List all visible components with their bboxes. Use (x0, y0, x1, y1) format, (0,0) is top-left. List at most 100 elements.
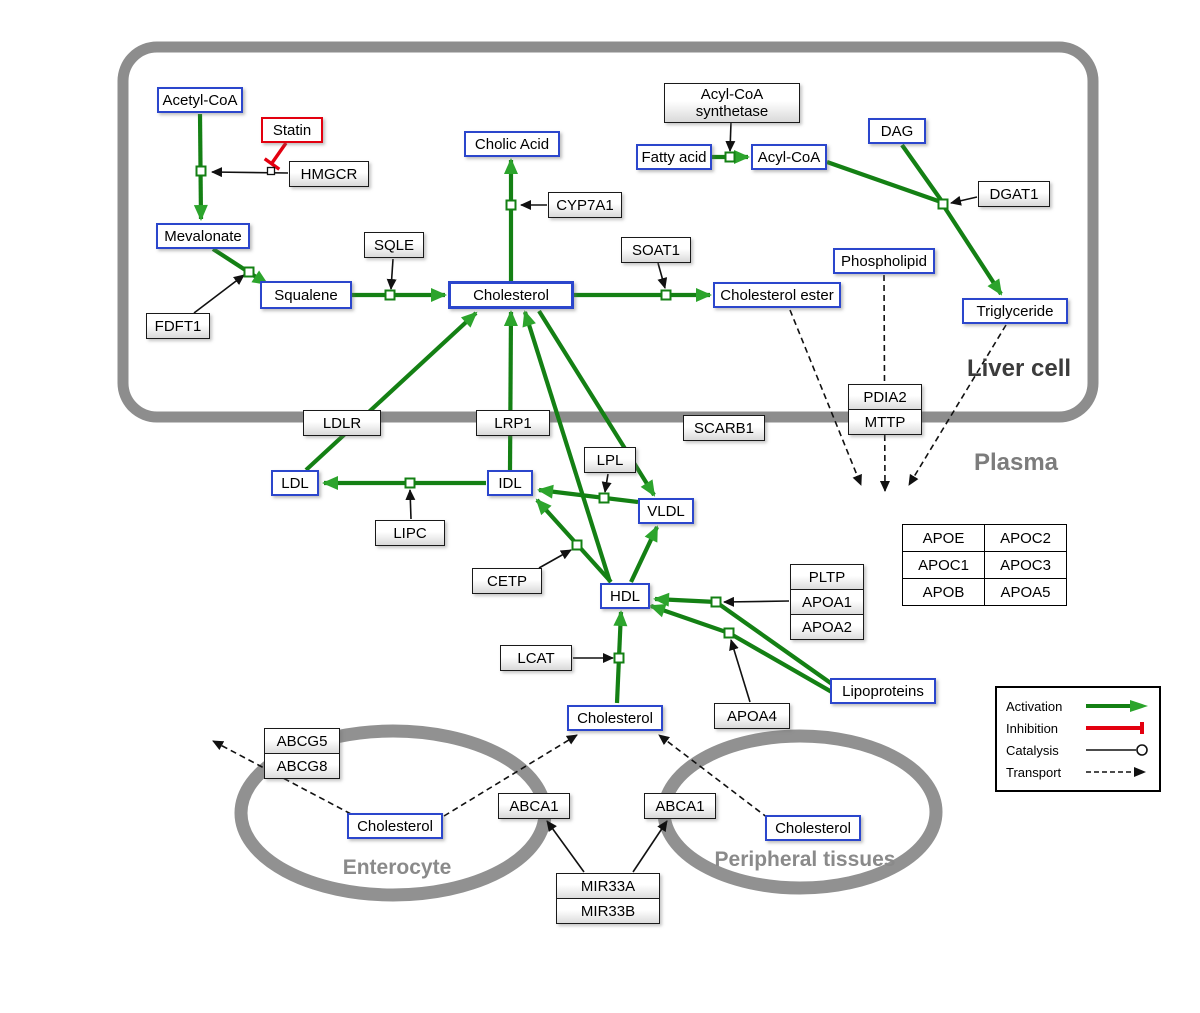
node-ldl[interactable]: LDL (271, 470, 319, 496)
node-cetp[interactable]: CETP (472, 568, 542, 594)
node-cholesterol-liver[interactable]: Cholesterol (448, 281, 574, 309)
liver-cell-membrane (117, 41, 1099, 423)
legend-row-inhibition: Inhibition (1006, 717, 1150, 739)
node-mir33a[interactable]: MIR33A (556, 873, 660, 899)
node-soat1[interactable]: SOAT1 (621, 237, 691, 263)
node-lipc[interactable]: LIPC (375, 520, 445, 546)
node-lcat[interactable]: LCAT (500, 645, 572, 671)
catalysis-lpl (601, 473, 612, 493)
node-apoc1[interactable]: APOC1 (902, 551, 985, 579)
transport-enterocyte-cholesterol-excretion (212, 740, 352, 815)
node-pltp[interactable]: PLTP (790, 564, 864, 590)
catalysis-lipc (405, 489, 416, 520)
node-lrp1[interactable]: LRP1 (476, 410, 550, 436)
node-dag[interactable]: DAG (868, 118, 926, 144)
edge-dgat1-junction-to-triglyceride (943, 206, 1003, 296)
node-vldl[interactable]: VLDL (638, 498, 694, 524)
node-cyp7a1[interactable]: CYP7A1 (548, 192, 622, 218)
node-abcg8[interactable]: ABCG8 (264, 753, 340, 779)
node-cholic-acid[interactable]: Cholic Acid (464, 131, 560, 157)
node-acetyl-coa[interactable]: Acetyl-CoA (157, 87, 243, 113)
legend-catalysis-label: Catalysis (1006, 742, 1059, 758)
catalysis-circle-icon (1086, 744, 1148, 756)
node-lpl[interactable]: LPL (584, 447, 636, 473)
catalysis-edges (193, 121, 978, 873)
node-cholesterol-plasma[interactable]: Cholesterol (567, 705, 663, 731)
node-apoa2[interactable]: APOA2 (790, 614, 864, 640)
node-apob[interactable]: APOB (902, 578, 985, 606)
node-apoc2[interactable]: APOC2 (984, 524, 1067, 552)
node-apoa1[interactable]: APOA1 (790, 589, 864, 615)
legend: Activation Inhibition Catalysis Transpor… (995, 686, 1161, 792)
reaction-acyl-coa-synthetase (724, 151, 736, 163)
node-apoa5[interactable]: APOA5 (984, 578, 1067, 606)
node-scarb1[interactable]: SCARB1 (683, 415, 765, 441)
node-cholesterol-enterocyte[interactable]: Cholesterol (347, 813, 443, 839)
node-dgat1[interactable]: DGAT1 (978, 181, 1050, 207)
node-abca1-enterocyte[interactable]: ABCA1 (498, 793, 570, 819)
node-phospholipid[interactable]: Phospholipid (833, 248, 935, 274)
catalysis-cetp (538, 549, 572, 569)
reaction-pltp (710, 596, 722, 608)
edge-hdl-to-cholesterol (522, 310, 613, 583)
inhibition-edges (263, 142, 288, 171)
catalysis-fdft1 (193, 274, 245, 314)
node-cholesterol-ester[interactable]: Cholesterol ester (713, 282, 841, 308)
reaction-soat1 (660, 289, 672, 301)
legend-activation-label: Activation (1006, 698, 1063, 714)
node-acyl-coa-synthetase[interactable]: Acyl-CoA synthetase (664, 83, 800, 123)
node-mevalonate[interactable]: Mevalonate (156, 223, 250, 249)
inhibition-statin-to-hmgcr (270, 142, 288, 164)
catalysis-mir33-to-abca1-peripheral (632, 820, 668, 873)
node-triglyceride[interactable]: Triglyceride (962, 298, 1068, 324)
transport-edges (212, 274, 1007, 819)
liver-cell-label: Liver cell (966, 355, 1072, 382)
node-cholesterol-peripheral[interactable]: Cholesterol (765, 815, 861, 841)
catalysis-dgat1 (950, 195, 978, 206)
node-idl[interactable]: IDL (487, 470, 533, 496)
node-mttp[interactable]: MTTP (848, 409, 922, 435)
node-ldlr[interactable]: LDLR (303, 410, 381, 436)
reaction-lipc (404, 477, 416, 489)
reaction-sqle (384, 289, 396, 301)
stack-pltp-apoa1-apoa2: PLTP APOA1 APOA2 (790, 564, 864, 640)
reaction-squares (195, 151, 949, 664)
edge-hdl-to-vldl (629, 525, 659, 583)
node-fatty-acid[interactable]: Fatty acid (636, 144, 712, 170)
node-apoc3[interactable]: APOC3 (984, 551, 1067, 579)
node-abca1-peripheral[interactable]: ABCA1 (644, 793, 716, 819)
node-lipoproteins[interactable]: Lipoproteins (830, 678, 936, 704)
statin-anchor-square (266, 166, 276, 176)
node-abcg5[interactable]: ABCG5 (264, 728, 340, 754)
node-sqle[interactable]: SQLE (364, 232, 424, 258)
reaction-lcat (613, 652, 625, 664)
node-hdl[interactable]: HDL (600, 583, 650, 609)
activation-arrow-icon (1086, 700, 1148, 712)
reaction-cyp7a1 (505, 199, 517, 211)
node-hmgcr[interactable]: HMGCR (289, 161, 369, 187)
stack-pdia2-mttp: PDIA2 MTTP (848, 384, 922, 435)
node-acyl-coa[interactable]: Acyl-CoA (751, 144, 827, 170)
edge-mevalonate-to-squalene (211, 247, 269, 286)
transport-dashed-arrow-icon (1086, 767, 1146, 777)
node-fdft1[interactable]: FDFT1 (146, 313, 210, 339)
node-mir33b[interactable]: MIR33B (556, 898, 660, 924)
transport-triglyceride-to-plasma (908, 324, 1007, 486)
node-statin[interactable]: Statin (261, 117, 323, 143)
edge-dag-to-dgat1-junction (900, 143, 943, 202)
node-apoa4[interactable]: APOA4 (714, 703, 790, 729)
stack-abcg5-abcg8: ABCG5 ABCG8 (264, 728, 340, 779)
node-apoe[interactable]: APOE (902, 524, 985, 552)
stack-mir33a-mir33b: MIR33A MIR33B (556, 873, 660, 924)
transport-enterocyte-cholesterol-to-plasma (443, 734, 578, 817)
node-squalene[interactable]: Squalene (260, 281, 352, 309)
reaction-hmgcr (195, 165, 207, 177)
catalysis-pltp-apoa1-apoa2 (723, 596, 790, 607)
catalysis-sqle (386, 258, 397, 290)
reaction-apoa4 (723, 627, 735, 639)
node-pdia2[interactable]: PDIA2 (848, 384, 922, 410)
apolipoprotein-table: APOE APOC2 APOC1 APOC3 APOB APOA5 (902, 524, 1067, 606)
reaction-cetp (571, 539, 583, 551)
